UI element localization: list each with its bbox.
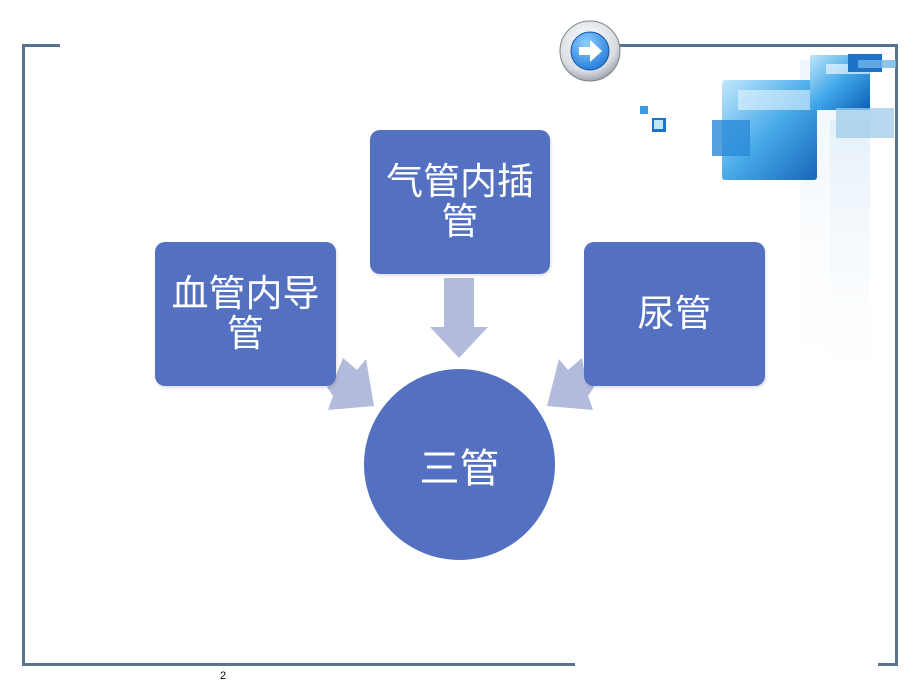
arrow-top-to-center — [430, 278, 488, 358]
node-center: 三管 — [364, 369, 555, 560]
decorative-cubes — [640, 54, 896, 420]
frame-bottom-line — [22, 663, 575, 666]
frame-left-line — [22, 44, 25, 666]
frame-top-left-line — [22, 44, 60, 47]
frame-right-line — [895, 44, 898, 666]
node-left: 血管内导管 — [155, 242, 336, 386]
node-top: 气管内插管 — [370, 130, 550, 274]
node-right: 尿管 — [584, 242, 765, 386]
arrows — [327, 278, 594, 410]
frame-bottom-right-line — [878, 663, 898, 666]
arrow-right-to-center — [547, 358, 594, 410]
page-number: 2 — [220, 670, 227, 682]
frame-top-right-line — [618, 44, 898, 47]
arrow-left-to-center — [327, 358, 374, 410]
next-arrow-icon[interactable] — [559, 20, 621, 82]
